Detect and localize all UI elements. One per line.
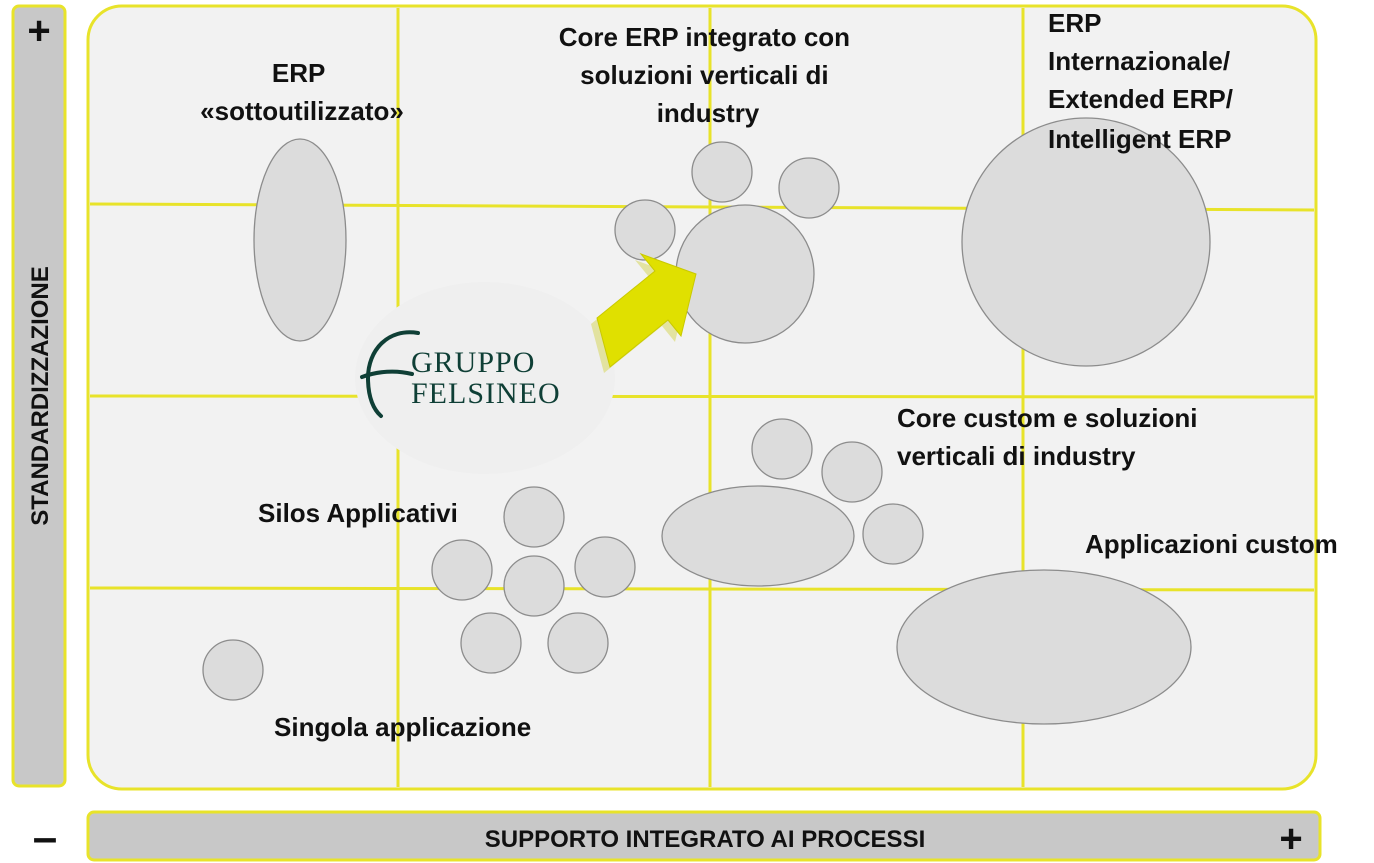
bubbles — [202, 117, 1211, 725]
bubble-core-custom-satellite-2 — [821, 441, 883, 503]
label-erp-sottoutilizzato: ERP «sottoutilizzato» — [200, 58, 404, 126]
labels: ERP «sottoutilizzato» Core ERP integrato… — [200, 8, 1338, 742]
bubble-silos-6 — [547, 612, 609, 674]
logo-halo — [355, 282, 615, 474]
y-axis-bar — [11, 4, 67, 788]
x-axis-label: SUPPORTO INTEGRATO AI PROCESSI — [485, 826, 926, 853]
logo-line1: GRUPPO — [411, 346, 535, 379]
label-core-custom: Core custom e soluzioni verticali di ind… — [897, 403, 1205, 471]
highlight-arrow — [591, 252, 697, 373]
label-singola-applicazione: Singola applicazione — [274, 712, 531, 742]
grid-hline-2 — [89, 394, 1315, 399]
bubble-core-custom-satellite-3 — [862, 503, 924, 565]
x-axis-bar — [86, 810, 1322, 862]
bubble-erp-sottoutilizzato — [253, 138, 347, 342]
bubble-singola-applicazione — [202, 639, 264, 701]
x-axis-minus-symbol: – — [33, 813, 57, 862]
arrow-shape — [596, 252, 697, 368]
y-axis-label: STANDARDIZZAZIONE — [27, 266, 54, 526]
bubble-silos-5 — [460, 612, 522, 674]
logo-f-bar — [360, 369, 414, 379]
x-axis-plus-symbol: + — [1279, 817, 1302, 861]
bubble-erp-internazionale — [961, 117, 1211, 367]
label-silos-applicativi: Silos Applicativi — [258, 498, 458, 528]
bubble-core-erp-satellite-1 — [691, 141, 753, 203]
label-erp-internazionale: ERP Internazionale/ Extended ERP/ Intell… — [1048, 8, 1240, 154]
x-axis: SUPPORTO INTEGRATO AI PROCESSI – + — [33, 810, 1322, 862]
label-core-erp-integrato: Core ERP integrato con soluzioni vertica… — [559, 22, 858, 128]
bubble-silos-4 — [574, 536, 636, 598]
gruppo-felsineo-logo: GRUPPO FELSINEO — [360, 330, 561, 418]
bubble-core-custom-satellite-1 — [751, 418, 813, 480]
bubble-core-erp-satellite-2 — [778, 157, 840, 219]
logo-f-mark — [365, 330, 420, 418]
y-axis-plus-symbol: + — [27, 9, 50, 53]
bubble-applicazioni-custom — [896, 569, 1192, 725]
bubble-silos-2 — [431, 539, 493, 601]
bubble-core-erp-satellite-3 — [614, 199, 676, 261]
logo-line2: FELSINEO — [411, 377, 561, 410]
y-axis: + STANDARDIZZAZIONE — [11, 4, 67, 788]
bubble-silos-3 — [503, 555, 565, 617]
bubble-core-custom-main — [661, 485, 855, 587]
bubble-core-erp-main — [675, 204, 815, 344]
bubble-silos-1 — [503, 486, 565, 548]
label-applicazioni-custom: Applicazioni custom — [1085, 529, 1338, 559]
